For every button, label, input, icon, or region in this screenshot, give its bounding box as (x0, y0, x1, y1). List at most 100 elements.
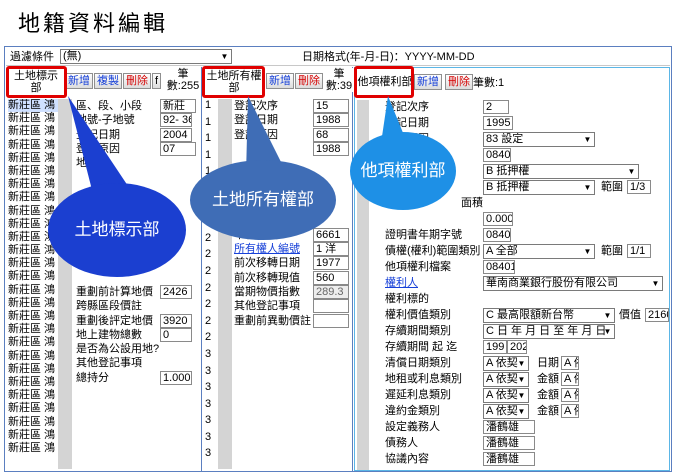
field-input[interactable]: 潘鶴雄 (483, 452, 535, 466)
add-button[interactable]: 新增 (414, 74, 442, 90)
field-select[interactable]: C 最高限額新台幣▼ (483, 308, 615, 323)
field-input[interactable]: 084010 (483, 260, 515, 274)
field-input[interactable]: 2160 (645, 308, 669, 322)
copy-button[interactable]: 複製 (94, 73, 122, 89)
field-input[interactable]: 92- 36 (160, 113, 192, 128)
field-select[interactable]: C 日 年 月 日 至 年 月 日▼ (483, 324, 615, 339)
list-item[interactable]: 新莊區 鴻 (8, 151, 56, 164)
list-item[interactable]: 1 (205, 132, 212, 145)
add-button[interactable]: 新增 (266, 73, 294, 89)
field-input[interactable]: 2 (483, 100, 509, 114)
field-input[interactable]: A 依契 (561, 404, 579, 418)
field-select[interactable]: A 依契▼ (483, 356, 529, 371)
field-select[interactable]: A 依契▼ (483, 372, 529, 387)
field-input[interactable]: 68 (313, 127, 349, 142)
scrollbar[interactable] (58, 99, 72, 469)
list-item[interactable]: 新莊區 鴻 (8, 191, 56, 204)
field-input[interactable]: 潘鶴雄 (483, 420, 535, 434)
list-item[interactable]: 新莊區 鴻 (8, 217, 56, 230)
field-input[interactable] (313, 299, 349, 314)
field-input[interactable]: 3920 (160, 313, 192, 328)
list-item[interactable]: 2 (205, 248, 212, 261)
field-input[interactable]: 2004 (160, 127, 192, 142)
list-item[interactable]: 2 (205, 331, 212, 344)
list-item[interactable]: 3 (205, 447, 212, 460)
list-item[interactable]: 新莊區 鴻 (8, 362, 56, 375)
field-input[interactable]: 0 (160, 327, 192, 342)
field-input[interactable]: 0840 (483, 228, 511, 242)
field-input[interactable]: 560 (313, 270, 349, 285)
field-input[interactable] (313, 313, 349, 328)
list-item[interactable]: 新莊區 鴻 (8, 178, 56, 191)
list-item[interactable]: 2 (205, 298, 212, 311)
parcel-list[interactable]: 新莊區 鴻新莊區 鴻新莊區 鴻新莊區 鴻新莊區 鴻新莊區 鴻新莊區 鴻新莊區 鴻… (8, 99, 58, 469)
field-input[interactable]: 6661 (313, 227, 349, 242)
field-label[interactable]: 所有權人編號 (234, 243, 300, 255)
list-item[interactable]: 新莊區 鴻 (8, 244, 56, 257)
field-select[interactable]: A 依契▼ (483, 388, 529, 403)
field-input[interactable]: A 依契 (561, 356, 579, 370)
list-item[interactable]: 新莊區 鴻 (8, 349, 56, 362)
field-input[interactable]: 0840 (483, 148, 511, 162)
field-input[interactable]: 新莊 (160, 99, 196, 113)
delete-button[interactable]: 刪除 (123, 73, 151, 89)
field-input[interactable]: A 依契 (561, 372, 579, 386)
list-item[interactable]: 新莊區 鴻 (8, 99, 58, 113)
list-item[interactable]: 3 (205, 347, 212, 360)
field-select[interactable]: B 抵押權▼ (483, 164, 639, 179)
field-input[interactable]: 1.000 (160, 370, 192, 385)
list-item[interactable]: 新莊區 鴻 (8, 310, 56, 322)
delete-button[interactable]: 刪除 (295, 73, 323, 89)
field-input[interactable]: 1988 (313, 141, 349, 156)
list-item[interactable]: 2 (205, 231, 212, 244)
field-input[interactable]: 07 (160, 141, 196, 156)
list-item[interactable]: 新莊區 鴻 (8, 125, 56, 138)
field-input[interactable]: 1/3 (627, 180, 651, 194)
list-item[interactable]: 新莊區 鴻 (8, 441, 56, 454)
field-input[interactable]: 15 (313, 99, 349, 113)
list-item[interactable]: 3 (205, 430, 212, 443)
list-item[interactable]: 新莊區 鴻 (8, 336, 56, 349)
field-input[interactable]: 199 (483, 340, 507, 354)
field-input[interactable]: 0.000 (483, 212, 513, 226)
list-item[interactable]: 新莊區 鴻 (8, 375, 56, 388)
list-item[interactable]: 2 (205, 264, 212, 277)
list-item[interactable]: 新莊區 鴻 (8, 323, 56, 336)
list-item[interactable]: 新莊區 鴻 (8, 296, 56, 309)
list-item[interactable]: 新莊區 鴻 (8, 112, 56, 125)
field-input[interactable]: 202 (507, 340, 527, 354)
list-item[interactable]: 3 (205, 364, 212, 377)
list-item[interactable]: 3 (205, 381, 212, 394)
list-item[interactable]: 1 (205, 148, 212, 161)
delete-button[interactable]: 刪除 (445, 74, 473, 90)
list-item[interactable]: 1 (205, 115, 212, 128)
field-input[interactable]: 289.3 (313, 284, 349, 299)
other-rights-title[interactable]: 他項權利部 (357, 76, 413, 88)
field-select[interactable]: A 全部▼ (483, 244, 595, 259)
field-input[interactable]: 1995 (483, 116, 513, 130)
list-item[interactable]: 3 (205, 414, 212, 427)
list-item[interactable]: 新莊區 鴻 (8, 257, 56, 270)
field-select[interactable]: 83 設定▼ (483, 132, 595, 147)
list-item[interactable]: 新莊區 鴻 (8, 283, 56, 296)
list-item[interactable]: 3 (205, 397, 212, 410)
field-select[interactable]: A 依契▼ (483, 404, 529, 419)
list-item[interactable]: 新莊區 鴻 (8, 402, 56, 415)
list-item[interactable]: 新莊區 鴻 (8, 230, 56, 243)
field-input[interactable]: A 依契 (561, 388, 579, 402)
list-item[interactable]: 1 (205, 165, 212, 178)
f-button[interactable]: f (152, 73, 162, 89)
field-input[interactable]: 2426 (160, 284, 192, 299)
list-item[interactable]: 新莊區 鴻 (8, 164, 56, 177)
list-item[interactable]: 新莊區 鴻 (8, 428, 56, 441)
field-input[interactable]: 1988 (313, 113, 349, 128)
list-item[interactable]: 新莊區 鴻 (8, 415, 56, 428)
field-select[interactable]: B 抵押權▼ (483, 180, 595, 195)
list-item[interactable]: 2 (205, 314, 212, 327)
list-item[interactable]: 新莊區 鴻 (8, 270, 56, 283)
land-marking-title[interactable]: 土地標示 部 (10, 70, 62, 94)
field-input[interactable]: 潘鶴雄 (483, 436, 535, 450)
list-item[interactable]: 新莊區 鴻 (8, 204, 56, 217)
filter-select[interactable]: (無) ▼ (60, 49, 232, 64)
list-item[interactable]: 新莊區 鴻 (8, 389, 56, 402)
